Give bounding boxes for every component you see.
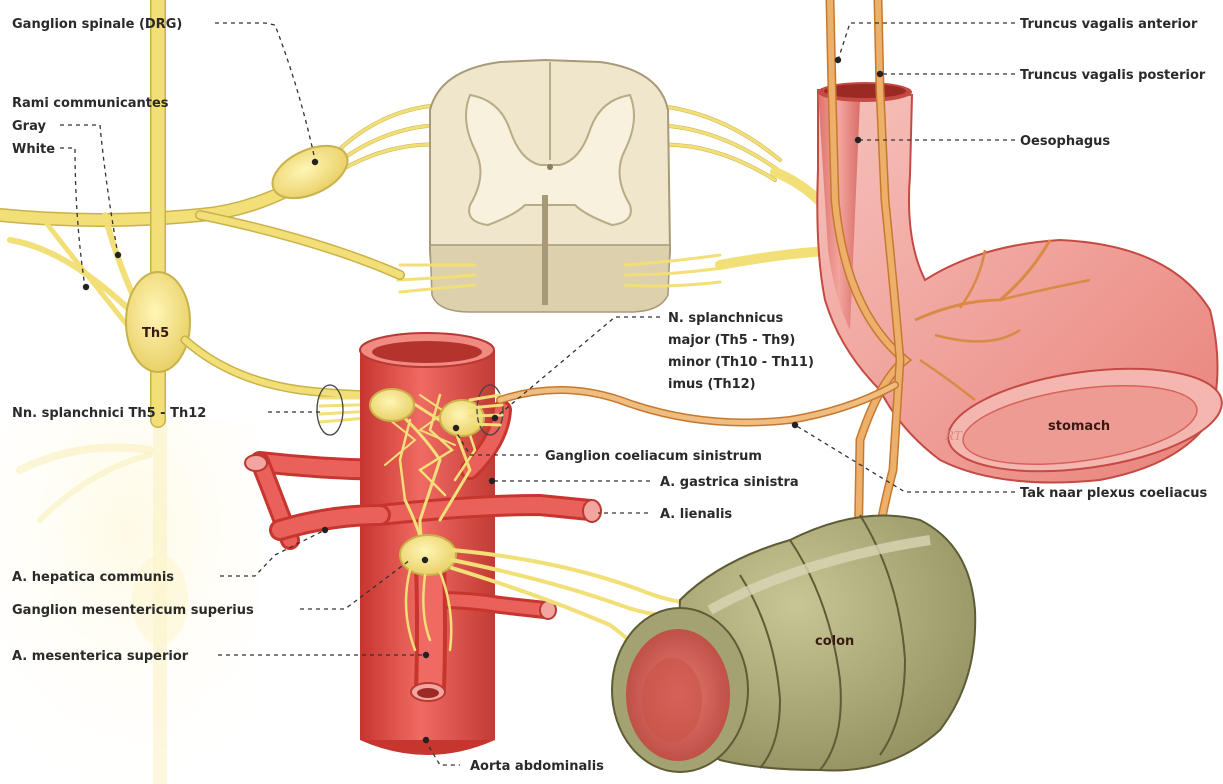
label-a-hepatica-communis: A. hepatica communis [12,570,174,585]
ganglion-coeliacum-left [370,389,414,421]
label-th5: Th5 [142,326,169,341]
label-tak-naar-plexus: Tak naar plexus coeliacus [1020,486,1207,501]
sympathetic-ganglion-th5 [126,272,190,372]
label-ganglion-mesentericum: Ganglion mesentericum superius [12,603,254,618]
label-a-lienalis: A. lienalis [660,507,732,522]
label-stomach: stomach [1048,419,1110,434]
label-ganglion-coeliacum: Ganglion coeliacum sinistrum [545,449,762,464]
label-n-splanchnicus-major: major (Th5 - Th9) [668,333,795,348]
label-a-gastrica-sinistra: A. gastrica sinistra [660,475,799,490]
colon-organ [612,515,975,772]
ganglion-mesentericum-superius [400,535,456,575]
label-truncus-vagalis-posterior: Truncus vagalis posterior [1020,68,1206,83]
label-rami-communicantes: Rami communicantes [12,96,169,111]
label-n-splanchnicus-minor: minor (Th10 - Th11) [668,355,814,370]
label-n-splanchnicus: N. splanchnicus [668,311,784,326]
label-a-mesenterica-superior: A. mesenterica superior [12,649,189,664]
label-truncus-vagalis-anterior: Truncus vagalis anterior [1020,17,1198,32]
label-white: White [12,142,55,157]
faded-reflection [0,420,260,784]
label-oesophagus: Oesophagus [1020,134,1110,149]
artist-signature: RT [944,429,963,443]
label-n-splanchnicus-imus: imus (Th12) [668,377,756,392]
label-ganglion-spinale: Ganglion spinale (DRG) [12,17,182,32]
label-aorta-abdominalis: Aorta abdominalis [470,759,604,774]
label-gray: Gray [12,119,46,134]
label-colon: colon [815,634,854,649]
label-nn-splanchnici: Nn. splanchnici Th5 - Th12 [12,406,206,421]
